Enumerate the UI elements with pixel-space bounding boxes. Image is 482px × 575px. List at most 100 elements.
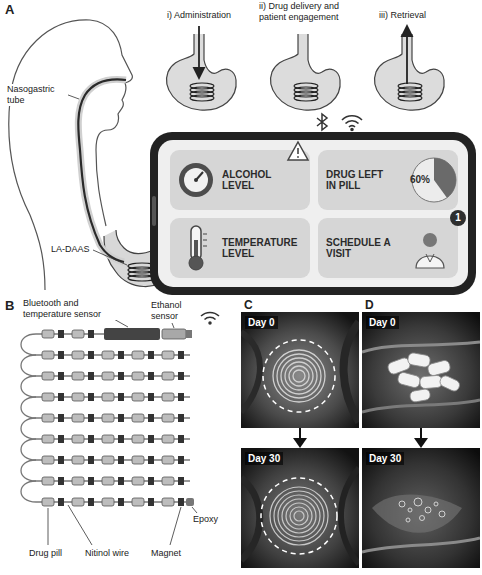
endoscopy-photo — [293, 370, 305, 382]
bluetooth-symbol — [317, 114, 327, 130]
illustration — [36, 414, 190, 422]
alcohol-gauge-icon — [179, 163, 213, 197]
endoscopy-photo — [278, 495, 320, 537]
phone-screen — [158, 140, 468, 287]
illustration — [36, 498, 190, 506]
endoscopy-photo — [362, 342, 480, 352]
app-tile: SCHEDULE A VISIT1 — [318, 218, 458, 278]
endoscopy-photo — [241, 478, 260, 560]
tile-text: DRUG LEFT IN PILL — [326, 169, 390, 192]
endoscopy-photo — [261, 478, 337, 554]
top-row — [88, 330, 94, 338]
endoscopy-photo — [241, 448, 359, 568]
illustration — [167, 34, 237, 110]
endoscopy-photo — [285, 362, 313, 390]
endoscopy-photo — [399, 498, 445, 522]
doctor-icon — [423, 233, 437, 247]
time-arrow — [414, 428, 428, 448]
endoscopy-photo — [420, 516, 425, 521]
alcohol-gauge-icon — [184, 168, 208, 192]
illustration — [36, 393, 190, 401]
endoscopy-photo — [277, 354, 321, 398]
step-label: ii) Drug delivery and patient engagement — [258, 1, 364, 23]
illustration — [36, 435, 190, 443]
notification-badge: 1 — [450, 210, 466, 226]
endoscopy-photo — [372, 494, 462, 532]
wifi-symbol — [342, 116, 362, 131]
part-label: Epoxy — [192, 514, 219, 525]
coil-loops — [21, 334, 36, 355]
alcohol-gauge-icon — [288, 142, 308, 160]
coil-loops — [21, 439, 36, 460]
app-tile: TEMPERATURE LEVEL — [170, 218, 310, 278]
coil-loops — [21, 334, 36, 502]
endoscopy-photo — [362, 448, 480, 568]
leader-line — [48, 508, 49, 545]
endoscopy-photo — [409, 388, 431, 402]
epoxy-cap — [186, 498, 194, 506]
illustration — [36, 477, 190, 485]
endoscopy-image: Day 0 — [362, 312, 480, 428]
endoscopy-photo — [439, 511, 445, 517]
endoscopy-photo — [425, 507, 431, 513]
time-arrow — [293, 428, 307, 448]
wifi-symbol — [201, 312, 219, 316]
bluetooth-symbol — [317, 114, 327, 130]
wifi-symbol — [342, 116, 362, 120]
endoscopy-image: Day 0 — [241, 312, 359, 428]
day-label: Day 30 — [245, 452, 283, 465]
part-label: Nitinol wire — [84, 548, 130, 559]
arrow-shaft — [420, 428, 422, 439]
illustration — [375, 34, 445, 110]
endoscopy-photo — [434, 502, 438, 506]
tile-text: ALCOHOL LEVEL — [222, 169, 304, 192]
endoscopy-photo — [286, 503, 312, 529]
esophagus — [78, 79, 126, 262]
endoscopy-photo — [438, 374, 461, 392]
illustration — [271, 34, 341, 110]
thermometer-icon — [203, 234, 207, 246]
coil-loops — [21, 418, 36, 439]
endoscopy-photo — [274, 491, 324, 541]
tile-text: TEMPERATURE LEVEL — [222, 237, 306, 260]
nasogastric-tube — [78, 79, 126, 262]
tile-text: 60% — [410, 174, 430, 186]
endoscopy-photo — [341, 468, 359, 564]
endoscopy-photo — [362, 312, 480, 428]
arrow-head — [293, 438, 307, 448]
leader-line — [68, 505, 92, 545]
leader-line — [48, 318, 197, 545]
thermometer-icon — [189, 256, 203, 270]
leader-line — [170, 507, 181, 545]
tube-arrow — [406, 34, 408, 84]
panel-letter: A — [4, 2, 15, 18]
app-tile: ALCOHOL LEVEL — [170, 150, 310, 210]
endoscopy-photo — [270, 487, 328, 545]
panel-letter: B — [4, 298, 15, 314]
top-row — [72, 330, 84, 338]
leader-line — [172, 323, 174, 328]
part-label: Nasogastric tube — [6, 84, 68, 106]
endoscopy-photo — [282, 499, 316, 533]
endoscopy-photo — [420, 375, 443, 389]
coil-loops — [21, 376, 36, 397]
part-label: Drug pill — [28, 548, 63, 559]
part-label: Bluetooth and temperature sensor — [22, 298, 120, 320]
day-label: Day 30 — [366, 452, 404, 465]
illustration — [36, 372, 190, 380]
step-label: i) Administration — [166, 10, 232, 21]
leader-line — [93, 250, 127, 265]
wifi-symbol — [346, 121, 359, 124]
endoscopy-photo — [407, 352, 431, 368]
doctor-icon — [426, 254, 434, 262]
alcohol-gauge-icon — [297, 156, 299, 158]
endoscopy-photo — [414, 498, 422, 506]
coil-loops — [21, 397, 36, 418]
panel-letter: C — [243, 298, 254, 312]
endoscopy-photo — [362, 538, 480, 552]
ethanol-sensor — [162, 329, 186, 339]
endoscopy-photo — [387, 352, 462, 402]
